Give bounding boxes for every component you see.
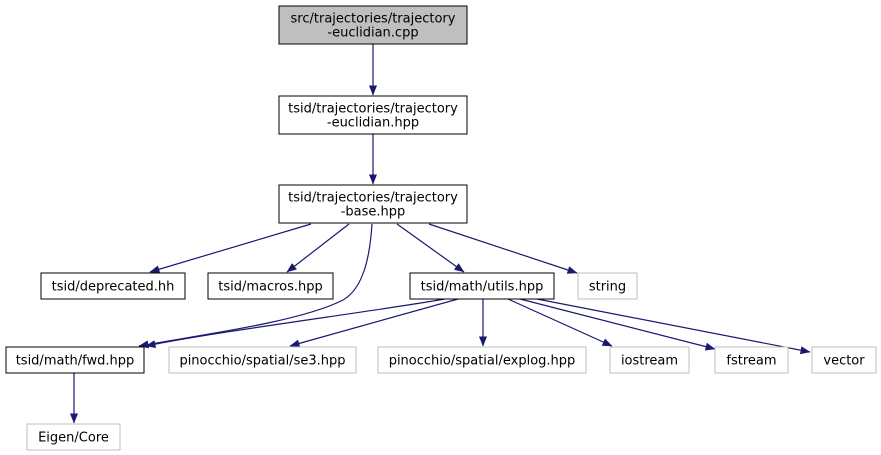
node-label: tsid/math/utils.hpp xyxy=(421,280,544,295)
node-label: pinocchio/spatial/se3.hpp xyxy=(179,354,345,369)
node-box xyxy=(377,346,587,374)
node-box xyxy=(5,346,145,374)
node-string[interactable]: string xyxy=(577,272,638,300)
node-eigen[interactable]: Eigen/Core xyxy=(26,423,121,451)
edge-base_hpp-to-string xyxy=(428,223,578,274)
node-label: fstream xyxy=(726,354,776,369)
edge-utils-to-se3 xyxy=(289,298,459,348)
node-box xyxy=(26,423,121,451)
node-label: -base.hpp xyxy=(341,205,406,220)
edge-utils-to-iostream xyxy=(507,298,613,347)
node-label: tsid/trajectories/trajectory xyxy=(288,102,458,117)
node-label: vector xyxy=(823,354,865,369)
node-box xyxy=(278,95,468,135)
node-root: src/trajectories/trajectory-euclidian.cp… xyxy=(278,5,468,45)
node-box xyxy=(278,5,468,45)
node-box xyxy=(577,272,638,300)
node-deprecated[interactable]: tsid/deprecated.hh xyxy=(40,272,186,300)
node-box xyxy=(168,346,357,374)
node-explog[interactable]: pinocchio/spatial/explog.hpp xyxy=(377,346,587,374)
node-label: iostream xyxy=(621,354,678,369)
edge-base_hpp-to-utils xyxy=(396,223,465,273)
node-box xyxy=(811,346,877,374)
node-se3[interactable]: pinocchio/spatial/se3.hpp xyxy=(168,346,357,374)
node-box xyxy=(40,272,186,300)
edge-utils-to-vector xyxy=(536,298,811,355)
node-euclidian_hpp[interactable]: tsid/trajectories/trajectory-euclidian.h… xyxy=(278,95,468,135)
node-label: src/trajectories/trajectory xyxy=(291,12,456,27)
node-utils[interactable]: tsid/math/utils.hpp xyxy=(409,272,555,300)
node-label: tsid/math/fwd.hpp xyxy=(16,354,135,369)
node-iostream[interactable]: iostream xyxy=(609,346,690,374)
edge-utils-to-fwd xyxy=(145,298,446,349)
edge-base_hpp-to-macros xyxy=(286,223,350,273)
node-box xyxy=(409,272,555,300)
node-fstream[interactable]: fstream xyxy=(714,346,789,374)
node-label: -euclidian.cpp xyxy=(327,26,418,41)
node-vector[interactable]: vector xyxy=(811,346,877,374)
node-box xyxy=(609,346,690,374)
edge-base_hpp-to-deprecated xyxy=(149,223,312,274)
node-label: tsid/macros.hpp xyxy=(218,280,323,295)
edges-layer xyxy=(70,44,811,424)
node-label: tsid/trajectories/trajectory xyxy=(288,191,458,206)
nodes-layer: src/trajectories/trajectory-euclidian.cp… xyxy=(5,5,877,451)
node-label: string xyxy=(589,280,626,295)
node-macros[interactable]: tsid/macros.hpp xyxy=(207,272,334,300)
node-box xyxy=(714,346,789,374)
edge-base_hpp-to-fwd xyxy=(138,223,373,349)
edge-utils-to-fstream xyxy=(519,298,716,351)
node-label: pinocchio/spatial/explog.hpp xyxy=(389,354,576,369)
node-fwd[interactable]: tsid/math/fwd.hpp xyxy=(5,346,145,374)
node-label: Eigen/Core xyxy=(38,431,109,446)
node-base_hpp[interactable]: tsid/trajectories/trajectory-base.hpp xyxy=(278,184,468,224)
node-label: tsid/deprecated.hh xyxy=(52,280,175,295)
node-box xyxy=(207,272,334,300)
node-label: -euclidian.hpp xyxy=(327,116,419,131)
node-box xyxy=(278,184,468,224)
